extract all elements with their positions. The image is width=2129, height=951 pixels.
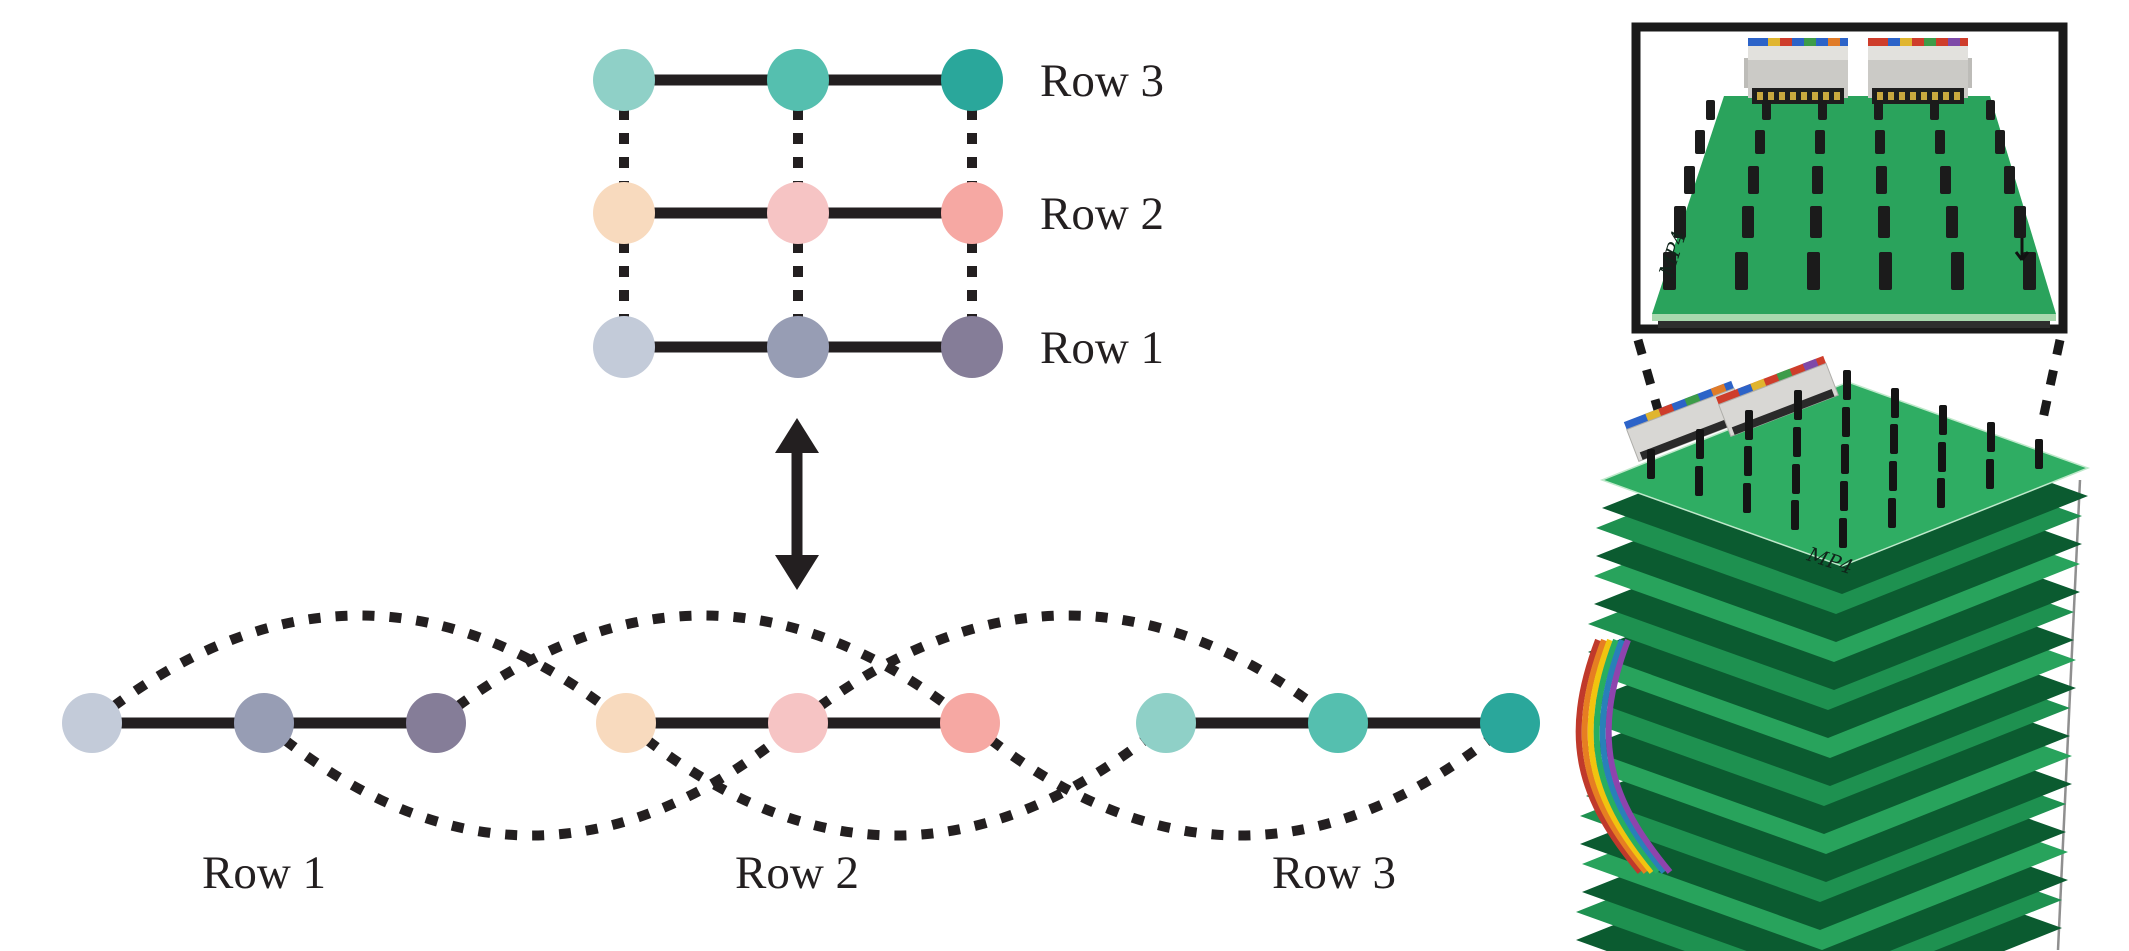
chain-node-1 [62,693,122,753]
grid-label-row1: Row 1 [1040,322,1164,374]
chain-node-4 [596,693,656,753]
chain-node-8 [1308,693,1368,753]
chain-node-7 [1136,693,1196,753]
chain-node-2 [234,693,294,753]
chain-label-row3: Row 3 [1272,847,1396,899]
chain-label-row1: Row 1 [202,847,326,899]
zoom-connector-right [1868,38,1972,104]
grid-diagram: Row 3 Row 2 Row 1 [593,49,1164,378]
grid-node-r1c1 [593,316,655,378]
chain-node-3 [406,693,466,753]
chain-node-9 [1480,693,1540,753]
chain-diagram: Row 1 Row 2 Row 3 [62,610,1540,899]
chain-node-5 [768,693,828,753]
pcb-stack-photo: MP4 [1575,355,2089,951]
board-arrow-mark-icon [2014,238,2030,261]
grid-node-r3c1 [593,49,655,111]
zoom-connector-left [1744,38,1848,104]
stack-posts [1647,370,2043,548]
zoom-posts [1663,100,2036,290]
grid-label-row3: Row 3 [1040,55,1164,107]
pcb-zoom-photo: MP4 [1631,22,2068,334]
grid-node-r2c1 [593,182,655,244]
chain-label-row2: Row 2 [735,847,859,899]
grid-node-r1c2 [767,316,829,378]
arrow-head-down-icon [775,555,819,590]
equivalence-arrow [775,418,819,590]
chain-dashed-arcs [88,610,1514,841]
grid-label-row2: Row 2 [1040,188,1164,240]
grid-node-r1c3 [941,316,1003,378]
grid-node-r3c2 [767,49,829,111]
pcb-callout: MP4 [1575,22,2089,951]
grid-node-r3c3 [941,49,1003,111]
grid-node-r2c3 [941,182,1003,244]
arrow-head-up-icon [775,418,819,453]
ribbon-cable [1575,638,1673,874]
chain-node-6 [940,693,1000,753]
grid-node-r2c2 [767,182,829,244]
